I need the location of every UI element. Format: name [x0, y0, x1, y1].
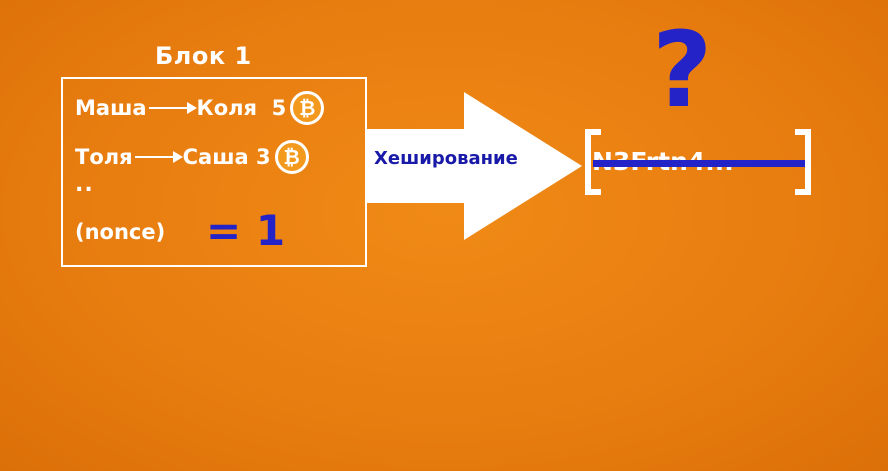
- tx2-receiver: Саша: [182, 145, 249, 169]
- hashing-arrow-icon: [366, 92, 582, 240]
- bitcoin-icon: ₿: [274, 140, 309, 174]
- tx1-receiver: Коля: [196, 96, 258, 120]
- transaction-row-1: Маша Коля 5₿: [75, 91, 325, 125]
- more-transactions-ellipsis: ..: [75, 172, 94, 197]
- hashing-label: Хеширование: [374, 148, 518, 169]
- hash-left-bracket: [585, 129, 601, 195]
- nonce-label: (nonce): [75, 220, 166, 244]
- tx1-amount: 5: [271, 96, 287, 120]
- bitcoin-icon: ₿: [290, 91, 325, 125]
- hash-strikethrough: [593, 160, 805, 167]
- hash-right-bracket: [795, 129, 811, 195]
- tx2-amount: 3: [256, 145, 271, 169]
- tx2-sender: Толя: [75, 145, 133, 169]
- transfer-arrow-icon: [134, 151, 183, 163]
- transaction-row-2: Толя Саша 3₿: [75, 140, 309, 174]
- question-mark: ?: [652, 9, 713, 131]
- tx1-sender: Маша: [75, 96, 147, 120]
- transfer-arrow-icon: [148, 102, 197, 114]
- nonce-value: = 1: [206, 206, 286, 255]
- block-title: Блок 1: [155, 42, 252, 70]
